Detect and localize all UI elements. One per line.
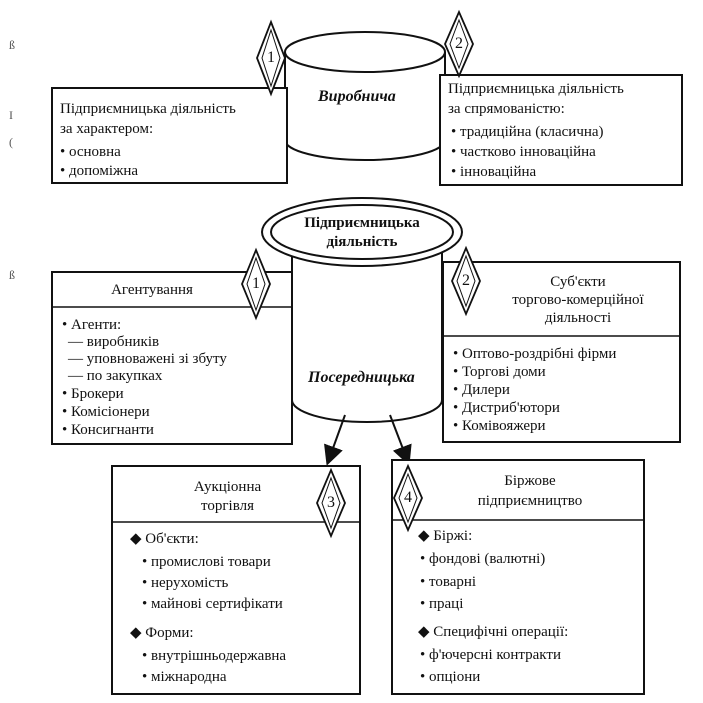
margin-mark: ß <box>9 268 15 282</box>
list-item: • Комісіонери <box>62 404 150 420</box>
badge-diamond-3-auction <box>316 467 346 539</box>
list-item: • Брокери <box>62 386 124 402</box>
margin-mark: ß <box>9 38 15 52</box>
list-item: • традиційна (класична) <box>451 124 604 140</box>
list-item: • Дилери <box>453 382 510 398</box>
badge-diamond-1-top <box>256 19 286 97</box>
list-item: • праці <box>420 596 464 612</box>
central-title-line2: діяльність <box>326 234 398 250</box>
list-item: — по закупках <box>68 368 163 384</box>
list-item: • майнові сертифікати <box>142 596 283 612</box>
list-item: • внутрішньодержавна <box>142 648 287 664</box>
central-title-line1: Підприємницька <box>304 215 420 231</box>
section-heading: ◆ Форми: <box>130 625 194 641</box>
list-item: • Агенти: <box>62 317 122 333</box>
list-item: — уповноважені зі збуту <box>68 351 227 367</box>
box-subjects-title: діяльності <box>544 310 612 326</box>
list-item: • основна <box>60 144 121 160</box>
box-auction-title: Аукціонна <box>193 479 262 495</box>
list-item: • Дистриб'ютори <box>453 400 560 416</box>
box-character-frame <box>51 87 288 184</box>
badge-number: 1 <box>267 49 275 66</box>
badge-number: 2 <box>462 272 470 289</box>
cylinder-intermediary <box>291 250 443 423</box>
section-heading: ◆ Специфічні операції: <box>418 624 569 640</box>
badge-number: 4 <box>404 489 412 506</box>
list-item: • Оптово-роздрібні фірми <box>453 346 617 362</box>
box-auction-title: торгівля <box>201 498 254 514</box>
cylinder-production <box>284 31 446 161</box>
label-production: Виробнича <box>318 88 396 105</box>
list-item: • промислові товари <box>142 554 271 570</box>
list-item: — виробників <box>68 334 160 350</box>
badge-number: 2 <box>455 35 463 52</box>
list-item: • Консигнанти <box>62 422 154 438</box>
badge-diamond-2-top <box>444 9 474 79</box>
list-item: • допоміжна <box>60 163 139 179</box>
arrow-to-exchange <box>389 414 412 466</box>
central-ellipse <box>261 197 463 267</box>
section-heading: ◆ Біржі: <box>418 528 473 544</box>
box-exchange-frame <box>391 459 645 695</box>
list-item: • опціони <box>420 669 481 685</box>
box-direction-frame <box>439 74 683 186</box>
margin-mark: ( <box>9 135 13 149</box>
arrow-to-auction <box>324 414 346 466</box>
badge-diamond-4-exchange <box>393 463 423 533</box>
list-item: • інноваційна <box>451 164 537 180</box>
list-item: • фондові (валютні) <box>420 551 546 567</box>
box-exchange-title: підприємництво <box>477 493 583 509</box>
list-item: • нерухомість <box>142 575 229 591</box>
box-exchange-title: Біржове <box>504 473 556 489</box>
list-item: • Торгові доми <box>453 364 546 380</box>
margin-mark: I <box>9 108 13 122</box>
badge-number: 3 <box>327 494 335 511</box>
badge-diamond-1-agency <box>241 247 271 321</box>
box-character-title: Підприємницька діяльність <box>60 101 236 117</box>
box-subjects-frame <box>442 261 681 443</box>
badge-number: 1 <box>252 275 260 292</box>
section-heading: ◆ Об'єкти: <box>130 531 199 547</box>
list-item: • ф'ючерсні контракти <box>420 647 561 663</box>
box-agency-title: Агентування <box>111 282 193 298</box>
box-direction-title: Підприємницька діяльність <box>448 81 624 97</box>
list-item: • частково інноваційна <box>451 144 596 160</box>
list-item: • Комівояжери <box>453 418 546 434</box>
list-item: • товарні <box>420 574 477 590</box>
badge-diamond-2-subjects <box>451 245 481 317</box>
box-character-title: за характером: <box>60 121 154 137</box>
box-subjects-title: торгово-комерційної <box>512 292 644 308</box>
list-item: • міжнародна <box>142 669 227 685</box>
box-subjects-title: Суб'єкти <box>550 274 606 290</box>
box-direction-title: за спрямованістю: <box>448 101 565 117</box>
label-intermediary: Посередницька <box>308 369 415 386</box>
